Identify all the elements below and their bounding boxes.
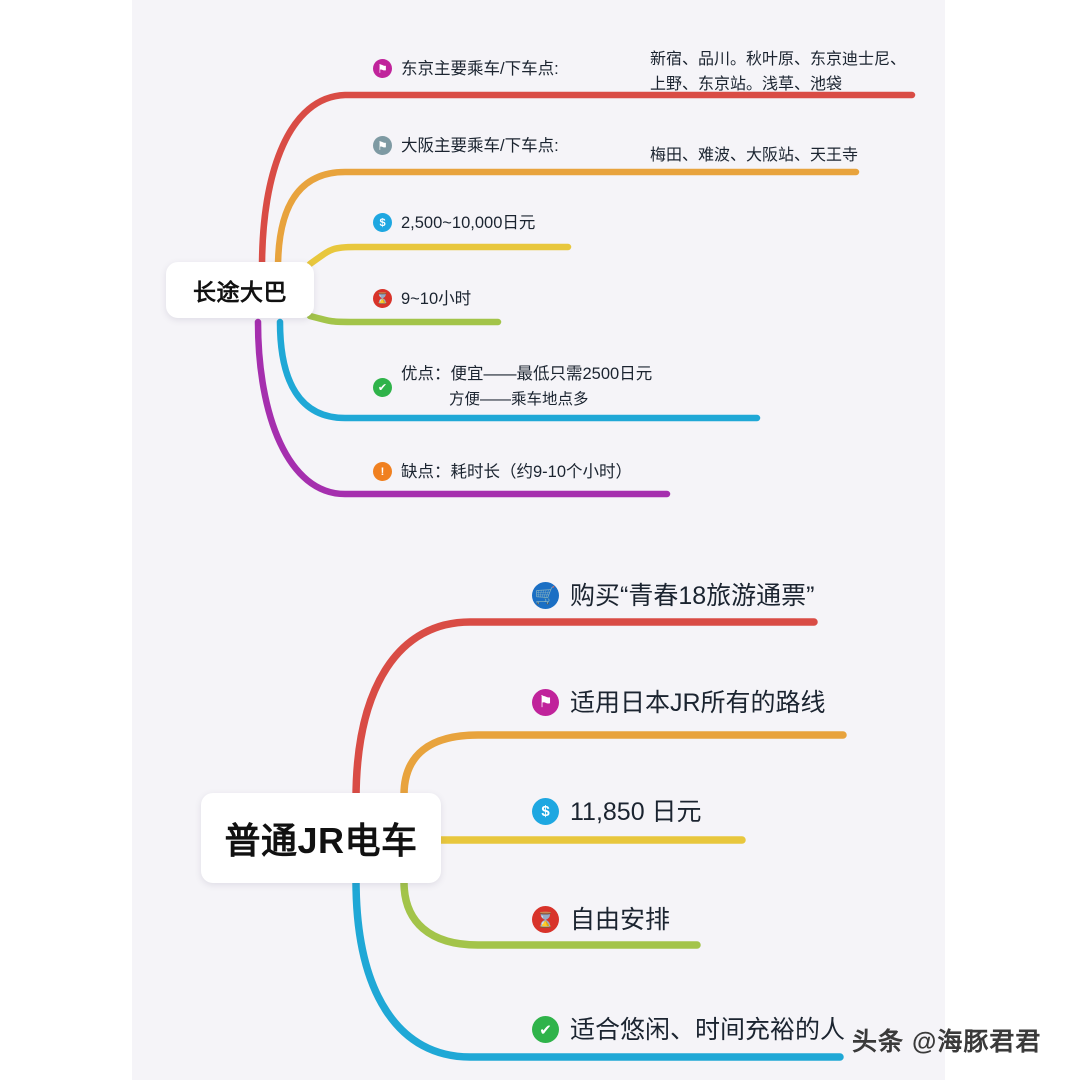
- branch-item-label: 自由安排: [570, 906, 671, 934]
- branch-item-osaka-stops[interactable]: 大阪主要乘车/下车点:: [373, 134, 559, 159]
- branch-item-label: 优点：便宜——最低只需2500日元: [401, 365, 653, 383]
- branch-item-label: 11,850 日元: [570, 798, 702, 826]
- branch-item-tokyo-stops-detail: 新宿、品川。秋叶原、东京迪士尼、 上野、东京站。浅草、池袋: [650, 51, 907, 93]
- flag-icon: [532, 689, 559, 716]
- branch-item-label: 购买“青春18旅游通票”: [570, 582, 815, 610]
- branch-item-jr-coverage[interactable]: 适用日本JR所有的路线: [532, 687, 826, 720]
- branch-item-label: 适用日本JR所有的路线: [570, 689, 826, 717]
- check-icon: [532, 1016, 559, 1043]
- branch-item-label: 东京主要乘车/下车点:: [401, 60, 559, 78]
- hourglass-icon: [373, 289, 392, 308]
- root-node-label: 普通JR电车: [224, 820, 418, 861]
- branch-item-bus-cons[interactable]: 缺点：耗时长（约9-10个小时）: [373, 460, 632, 485]
- hourglass-icon: [532, 906, 559, 933]
- check-icon: [373, 378, 392, 397]
- branch-item-bus-duration[interactable]: 9~10小时: [373, 287, 471, 312]
- branch-item-jr-price[interactable]: 11,850 日元: [532, 796, 702, 829]
- branch-item-bus-pros[interactable]: 优点：便宜——最低只需2500日元 方便——乘车地点多: [373, 362, 652, 412]
- branch-item-label: 缺点：耗时长（约9-10个小时）: [401, 463, 633, 481]
- branch-item-label: 2,500~10,000日元: [401, 214, 536, 232]
- root-node-ordinary-jr-train[interactable]: 普通JR电车: [201, 793, 441, 883]
- branch-item-sublabel: 方便——乘车地点多: [449, 391, 589, 408]
- flag-icon: [373, 59, 392, 78]
- branch-item-jr-schedule[interactable]: 自由安排: [532, 904, 670, 937]
- dollar-icon: [532, 798, 559, 825]
- dollar-icon: [373, 213, 392, 232]
- branch-item-tokyo-stops[interactable]: 东京主要乘车/下车点:: [373, 57, 559, 82]
- branch-item-bus-price[interactable]: 2,500~10,000日元: [373, 211, 535, 236]
- flag-icon: [373, 136, 392, 155]
- exclamation-icon: [373, 462, 392, 481]
- cart-icon: [532, 582, 559, 609]
- branch-item-label: 9~10小时: [401, 290, 472, 308]
- root-node-long-distance-bus[interactable]: 长途大巴: [166, 262, 314, 318]
- branch-item-label: 适合悠闲、时间充裕的人: [570, 1016, 846, 1044]
- branch-item-osaka-stops-detail: 梅田、难波、大阪站、天王寺: [650, 147, 859, 164]
- watermark: 头条 @海豚君君: [852, 1028, 1042, 1056]
- branch-item-jr-audience[interactable]: 适合悠闲、时间充裕的人: [532, 1014, 845, 1047]
- branch-item-label: 大阪主要乘车/下车点:: [401, 137, 559, 155]
- root-node-label: 长途大巴: [193, 279, 287, 305]
- branch-item-buy-seishun18-ticket[interactable]: 购买“青春18旅游通票”: [532, 580, 814, 613]
